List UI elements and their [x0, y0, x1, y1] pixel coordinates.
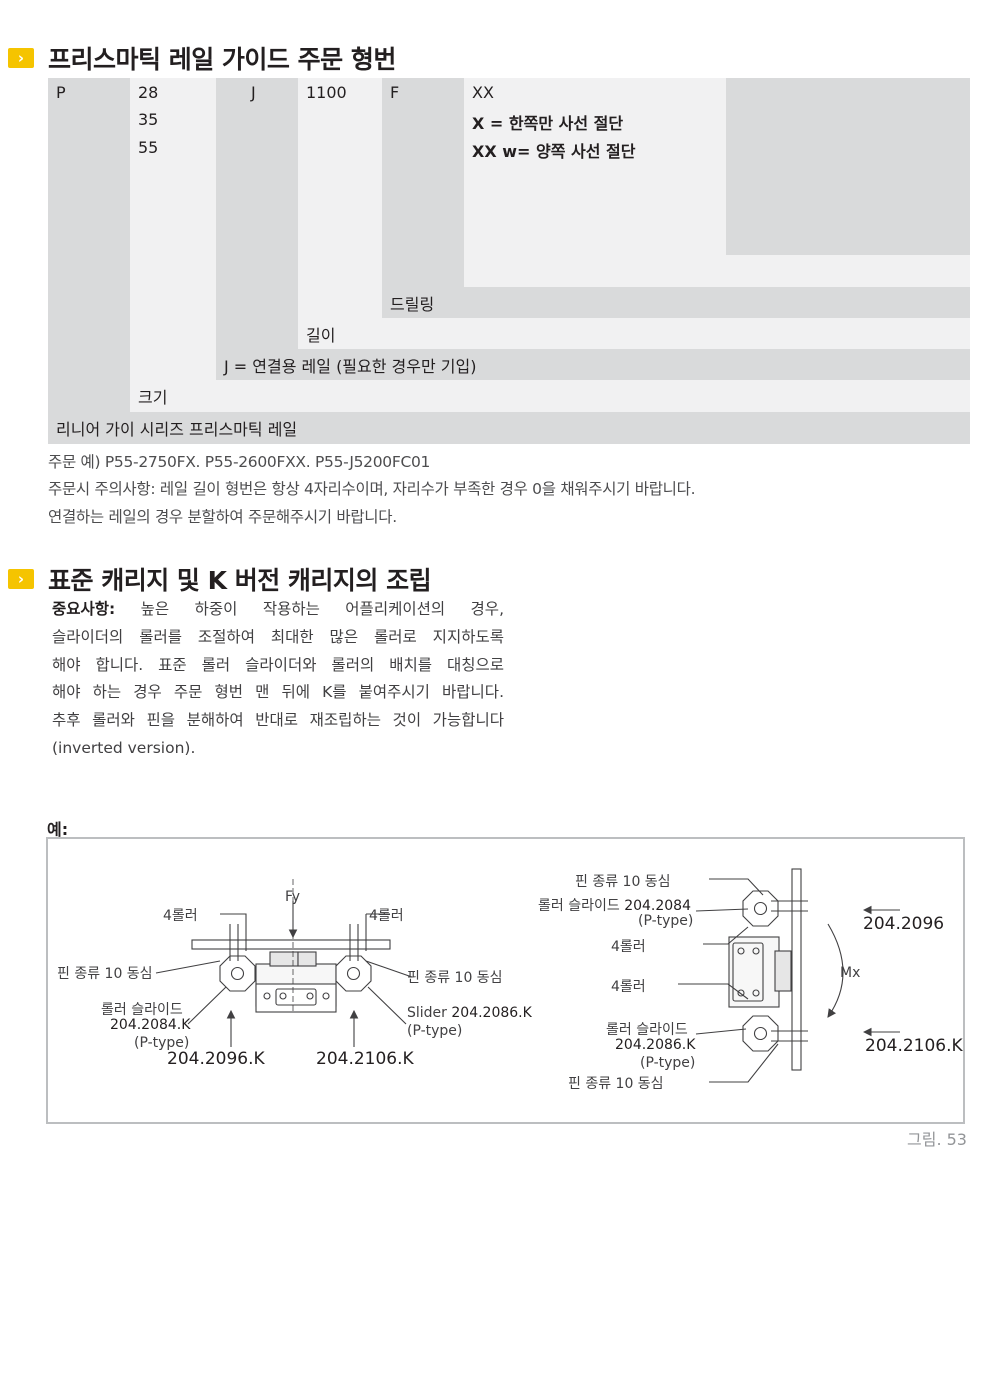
slider-label: Slider 204.2086.K: [407, 1005, 532, 1021]
code-size-28: 28: [138, 83, 159, 102]
block-extra: [726, 78, 970, 255]
pin-top-label: 핀 종류 10 동심: [575, 874, 671, 890]
assembly-drawing: [155, 868, 900, 1083]
roller-left-label: 4롤러: [163, 908, 198, 924]
label-series: 리니어 가이 시리즈 프리스마틱 레일: [56, 420, 298, 439]
slide-top-type: (P-type): [638, 913, 694, 929]
slide-bot-name: 롤러 슬라이드: [606, 1022, 688, 1038]
rail-bot-code: 204.2106.K: [865, 1036, 963, 1056]
important-label: 중요사항:: [52, 600, 116, 618]
paragraph-line: 슬라이더의 롤러를 조절하여 최대한 많은 롤러로 지지하도록: [52, 627, 504, 646]
rail-top-code: 204.2096: [863, 914, 945, 934]
rail-right-code: 204.2106.K: [316, 1049, 414, 1069]
label-drilling: 드릴링: [390, 295, 435, 314]
section-heading: 표준 캐리지 및 K 버전 캐리지의 조립: [48, 566, 432, 595]
paragraph-line: (inverted version).: [52, 738, 196, 757]
pin-bot-label: 핀 종류 10 동심: [568, 1076, 664, 1092]
vertical-slider: [728, 936, 780, 1008]
slide-bot-type: (P-type): [640, 1055, 696, 1071]
section-title-order-code: › 프리스마틱 레일 가이드 주문 형번: [8, 40, 396, 76]
carriage-plate: [191, 939, 391, 950]
order-connect-note: 연결하는 레일의 경우 분할하여 주문해주시기 바랍니다.: [48, 508, 397, 526]
label-length: 길이: [306, 326, 336, 345]
code-j: J: [251, 83, 256, 102]
roller-bottom: [742, 1015, 779, 1052]
roller-left: [219, 955, 256, 992]
paragraph-line: 해야 합니다. 표준 롤러 슬라이더와 롤러의 배치를 대칭으로: [52, 655, 504, 674]
code-f: F: [390, 83, 400, 102]
page-title: 프리스마틱 레일 가이드 주문 형번: [48, 45, 396, 74]
example-label: 예:: [47, 820, 69, 839]
order-example-note: 주문 예) P55-2750FX. P55-2600FXX. P55-J5200…: [48, 453, 431, 471]
pin-right-label: 핀 종류 10 동심: [407, 970, 503, 986]
slider-type-label: (P-type): [407, 1023, 463, 1039]
roller-top-label: 4롤러: [611, 939, 646, 955]
label-size: 크기: [138, 388, 168, 407]
slide-code-label: 204.2084.K: [110, 1017, 191, 1033]
slide-top-label: 롤러 슬라이드 204.2084: [538, 898, 691, 914]
slide-bot-code: 204.2086.K: [615, 1037, 696, 1053]
chevron-right-icon: ›: [8, 569, 34, 589]
roller-right: [335, 955, 372, 992]
code-size-55: 55: [138, 138, 159, 157]
vertical-plate: [791, 868, 802, 1071]
order-caution-note: 주문시 주의사항: 레일 길이 형번은 항상 4자리수이며, 자리수가 부족한 …: [48, 480, 696, 498]
paragraph-line: 해야 하는 경우 주문 형번 맨 뒤에 K를 붙여주시기 바랍니다.: [52, 683, 504, 702]
mx-label: Mx: [840, 965, 861, 981]
roller-top: [742, 890, 779, 927]
slide-name-label: 롤러 슬라이드: [101, 1002, 183, 1018]
code-length: 1100: [306, 83, 347, 102]
pin-left-label: 핀 종류 10 동심: [57, 966, 153, 982]
order-code-chart: P 28 35 55 J 1100 F XX X = 한쪽만 사선 절단 XX …: [48, 78, 970, 444]
code-p: P: [56, 83, 66, 102]
figure-number: 그림. 53: [907, 1130, 967, 1149]
label-j-desc: J = 연결용 레일 (필요한 경우만 기입): [224, 357, 477, 376]
code-size-35: 35: [138, 110, 159, 129]
code-xx: XX: [472, 83, 494, 102]
roller-right-label: 4롤러: [369, 908, 404, 924]
section-title-assembly: › 표준 캐리지 및 K 버전 캐리지의 조립: [8, 561, 432, 597]
code-x-desc: X = 한쪽만 사선 절단: [472, 114, 624, 133]
assembly-paragraph: 중요사항: 높은 하중이 작용하는 어플리케이션의 경우, 슬라이더의 롤러를 …: [52, 596, 504, 763]
chevron-right-icon: ›: [8, 48, 34, 68]
paragraph-line: 중요사항: 높은 하중이 작용하는 어플리케이션의 경우,: [52, 600, 504, 618]
fy-label: Fy: [285, 889, 301, 905]
rail-left-code: 204.2096.K: [167, 1049, 265, 1069]
roller-mid-label: 4롤러: [611, 979, 646, 995]
code-xxw-desc: XX w= 양쪽 사선 절단: [472, 142, 636, 161]
slide-type-label: (P-type): [134, 1035, 190, 1051]
paragraph-line: 추후 롤러와 핀을 분해하여 반대로 재조립하는 것이 가능합니다: [52, 711, 504, 730]
example-figure: Fy 4롤러 4롤러 핀 종류 10 동심 핀 종류 10 동심 롤러 슬라이드…: [46, 837, 965, 1124]
